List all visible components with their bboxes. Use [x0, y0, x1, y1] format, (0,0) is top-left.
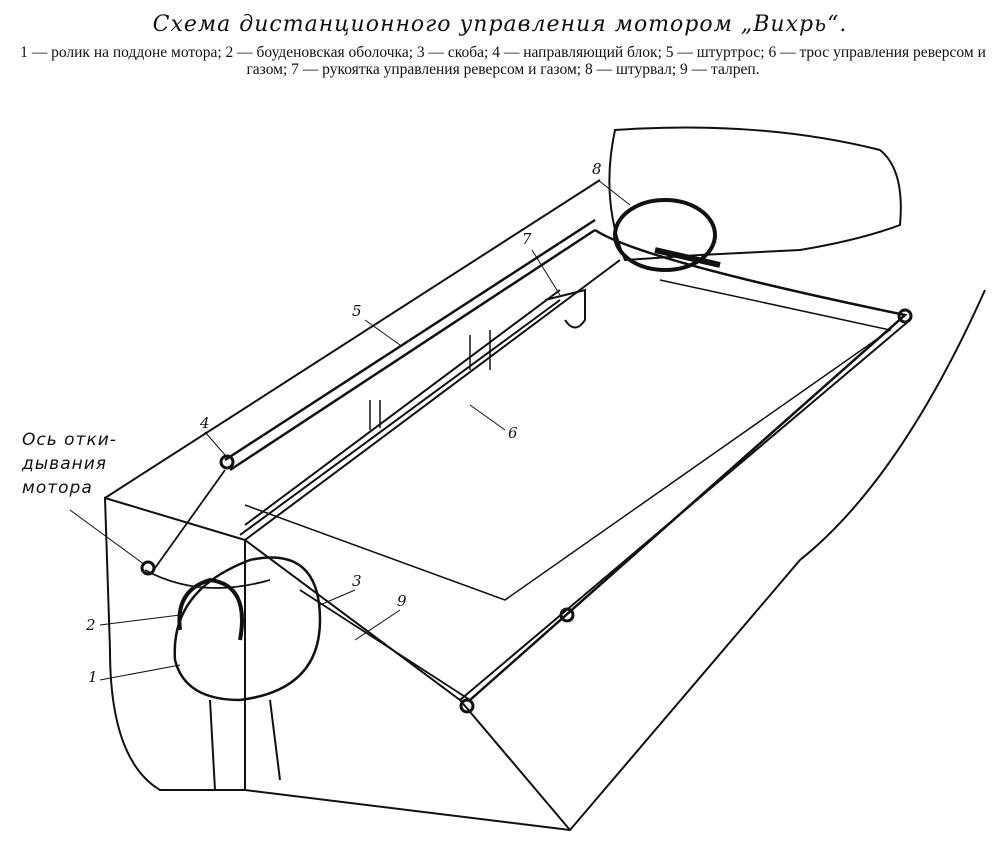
callout-5: 5	[352, 302, 362, 320]
axis-label-line: мотора	[22, 478, 93, 498]
bulkheads	[369, 330, 491, 430]
tilt-axis-label: Ось отки- дывания мотора	[22, 428, 117, 500]
outboard-motor	[173, 556, 322, 702]
hull-side	[459, 289, 986, 832]
bow-deck	[608, 126, 902, 262]
leader-lines	[69, 179, 631, 681]
callout-4: 4	[200, 414, 210, 432]
diagram-caption: 1 — ролик на поддоне мотора; 2 — боудено…	[20, 44, 986, 78]
diagram-title: Схема дистанционного управления мотором …	[152, 12, 848, 37]
callout-9: 9	[397, 592, 407, 610]
pulley-bow	[897, 308, 913, 324]
callout-2: 2	[86, 616, 96, 634]
motor-leg	[209, 699, 281, 791]
transom	[103, 496, 246, 791]
left-gunwale	[104, 179, 601, 499]
steering-wheel	[613, 198, 717, 272]
pulley-stern-right	[459, 698, 475, 714]
wheel-shaft	[654, 247, 721, 268]
callout-7: 7	[522, 230, 532, 248]
callout-1: 1	[88, 668, 98, 686]
callout-6: 6	[508, 424, 518, 442]
pulley-stern	[140, 560, 156, 576]
axis-label-line: Ось отки-	[22, 430, 117, 450]
cockpit-floor-edge	[244, 279, 892, 601]
bowden-sheath	[177, 577, 244, 641]
inner-gunwale	[244, 259, 621, 541]
control-handle	[544, 288, 586, 329]
callout-3: 3	[352, 572, 362, 590]
right-gunwale	[244, 319, 911, 702]
keel	[244, 789, 571, 831]
pulley-4	[219, 454, 235, 470]
callout-8: 8	[592, 160, 602, 178]
pulley-mid	[559, 607, 575, 623]
steering-cable	[224, 218, 908, 701]
axis-label-line: дывания	[22, 454, 108, 474]
control-cable	[239, 289, 561, 536]
